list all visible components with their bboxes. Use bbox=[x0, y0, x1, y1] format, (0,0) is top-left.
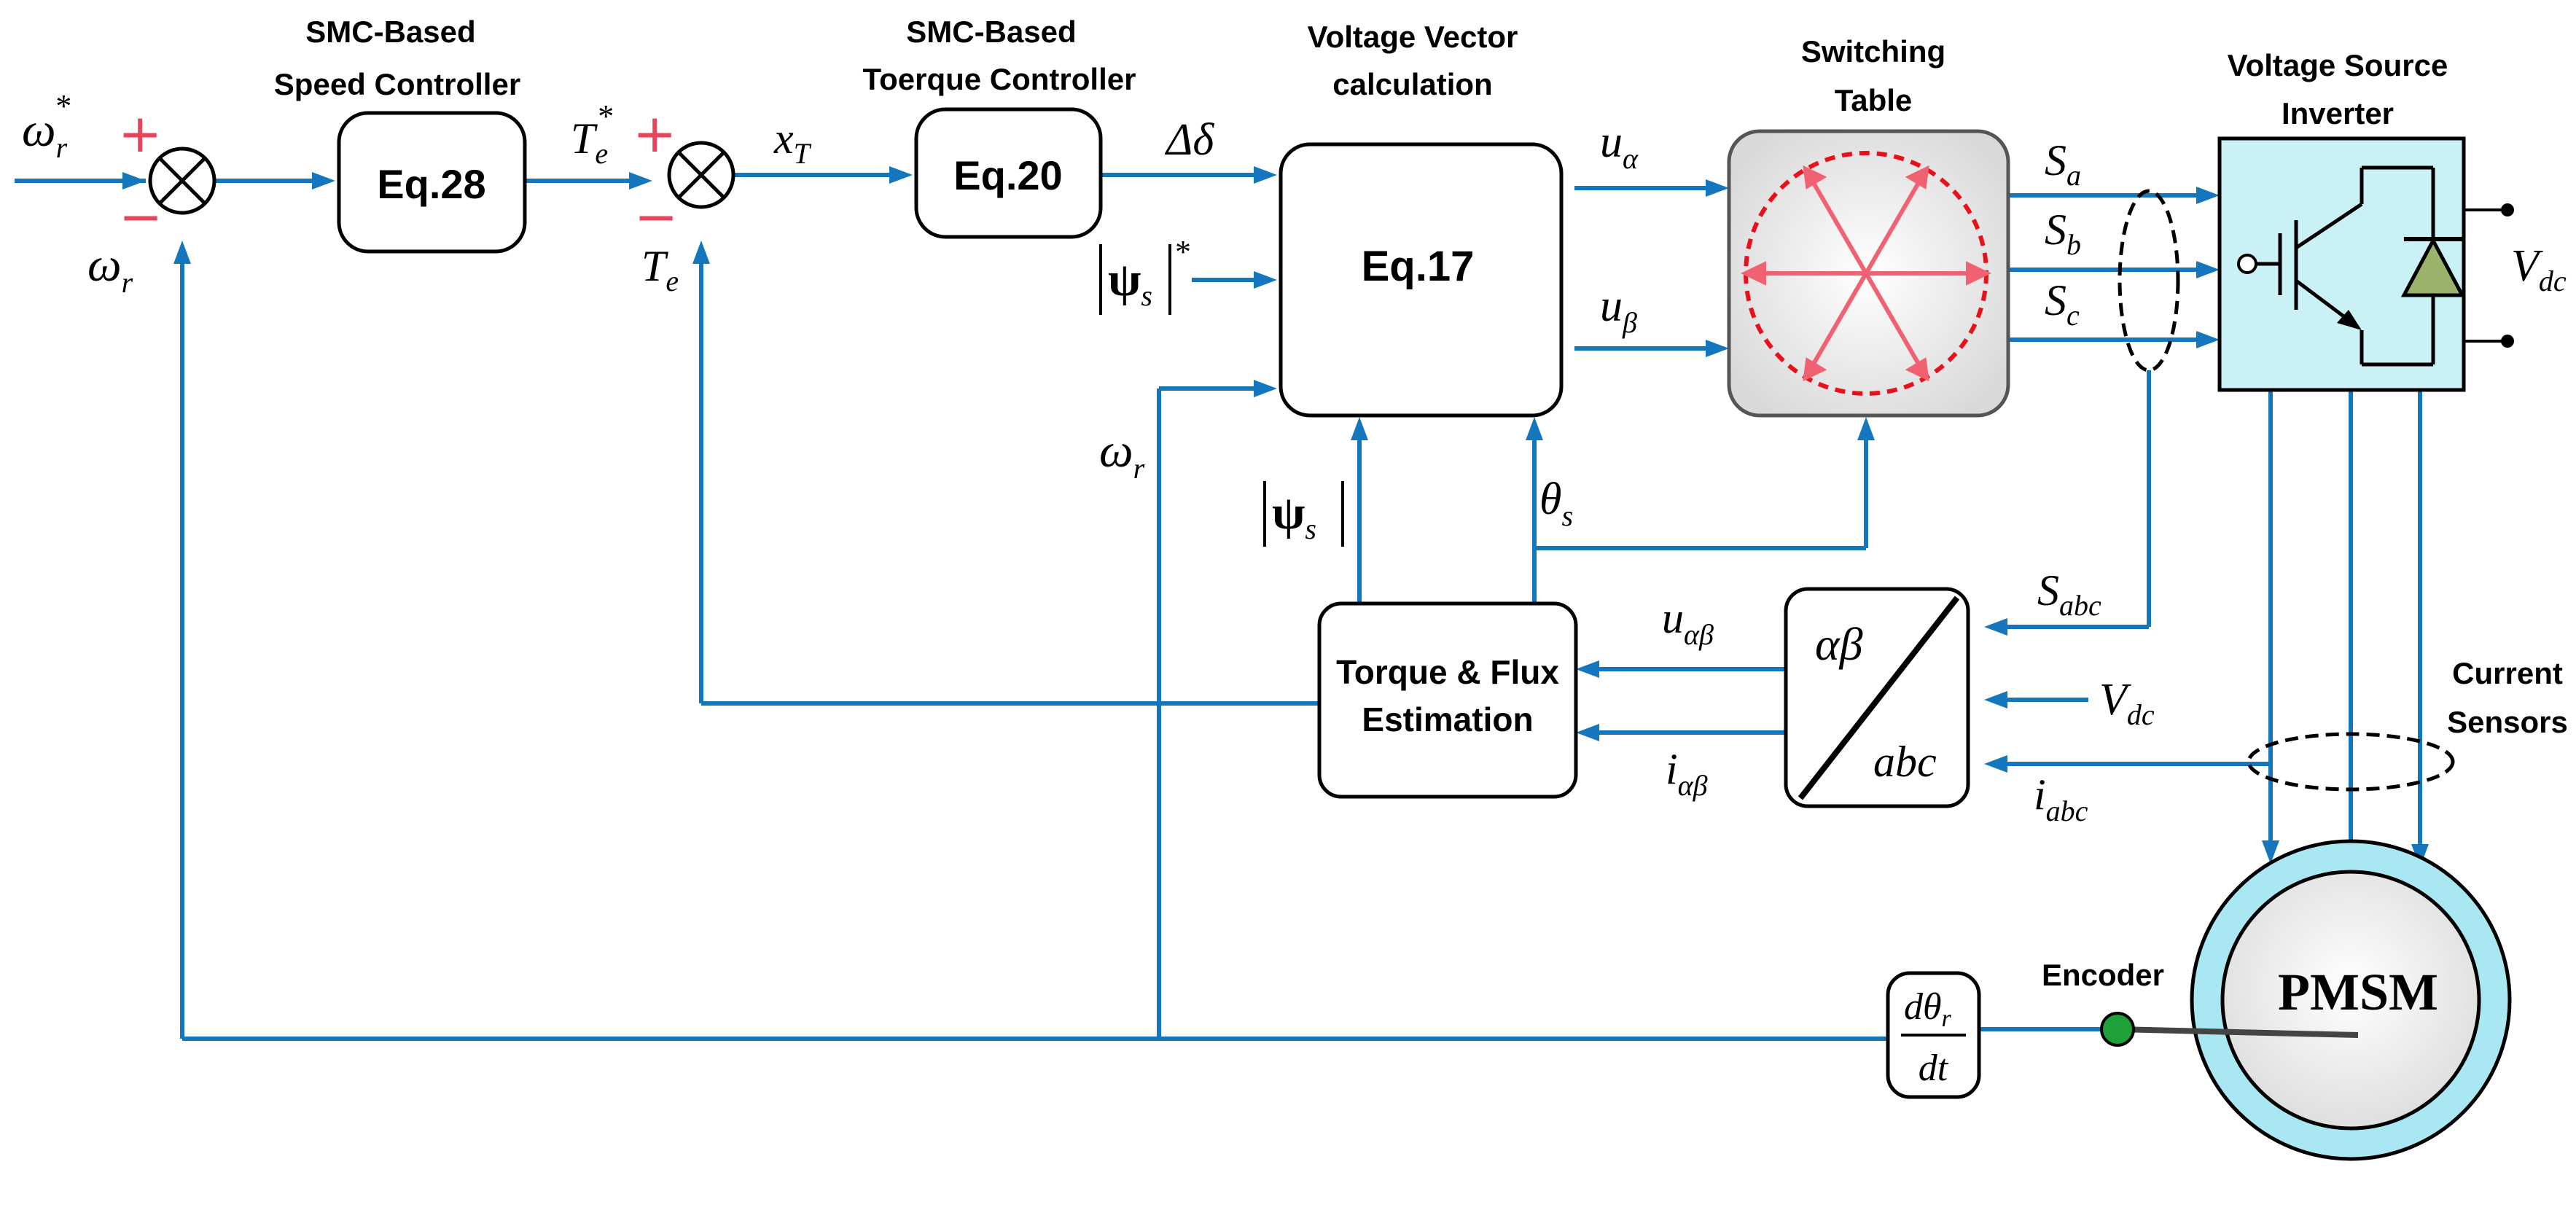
estimator-label-line1: Torque & Flux bbox=[1336, 653, 1559, 691]
derivative-theta: θ bbox=[1923, 986, 1942, 1028]
torque-feedback-label: Te bbox=[641, 242, 679, 297]
encoder-icon bbox=[2100, 1012, 2135, 1047]
voltage-vector-title-1: Voltage Vector bbox=[1308, 20, 1518, 54]
minus-sign: − bbox=[634, 186, 678, 247]
voltage-vector-equation: Eq.17 bbox=[1362, 243, 1475, 290]
current-sensors-title-1: Current bbox=[2452, 656, 2563, 690]
speed-reference-label: ωr* bbox=[22, 88, 70, 164]
switch-signal-c-label: Sc bbox=[2045, 276, 2080, 332]
switching-signals-bundle bbox=[2118, 189, 2180, 372]
svg-text:dθr: dθr bbox=[1904, 986, 1952, 1032]
load-angle-increment-label: Δδ bbox=[1164, 115, 1214, 165]
switching-table-title-1: Switching bbox=[1801, 34, 1945, 69]
svg-text:ψs: ψs bbox=[1108, 253, 1152, 312]
estimator-label-line2: Estimation bbox=[1362, 700, 1533, 738]
diode-icon bbox=[2400, 236, 2466, 297]
switch-signal-b-label: Sb bbox=[2045, 206, 2081, 261]
transform-abc-label: abc bbox=[1873, 738, 1937, 786]
dc-voltage-label: Vdc bbox=[2511, 241, 2567, 297]
pmsm-label: PMSM bbox=[2278, 963, 2438, 1021]
switching-table-block bbox=[1727, 129, 2010, 418]
torque-controller-title-2: Toerque Controller bbox=[863, 62, 1136, 96]
svg-text:*: * bbox=[1175, 234, 1191, 270]
speed-feedback-label: ωr bbox=[87, 238, 133, 299]
torque-error-label: xT bbox=[773, 114, 812, 170]
speed-to-vv-label: ωr bbox=[1099, 424, 1145, 485]
speed-controller-equation: Eq.28 bbox=[377, 161, 485, 207]
torque-error-summer bbox=[667, 141, 735, 209]
inverter-title-1: Voltage Source bbox=[2228, 48, 2448, 82]
encoder-label: Encoder bbox=[2042, 958, 2164, 992]
torque-flux-estimator-block: Torque & Flux Estimation bbox=[1317, 601, 1578, 799]
u-beta-label: uβ bbox=[1600, 281, 1637, 339]
derivative-theta-subscript: r bbox=[1942, 1005, 1952, 1032]
pmsm-motor: PMSM bbox=[2117, 839, 2512, 1161]
switch-signals-abc-label: Sabc bbox=[2037, 566, 2101, 622]
flux-magnitude-label: ψs bbox=[1263, 481, 1344, 547]
derivative-d: d bbox=[1904, 986, 1924, 1028]
voltage-source-inverter bbox=[2217, 136, 2514, 392]
abc-to-alphabeta-transform: αβ abc bbox=[1784, 587, 1970, 808]
minus-sign: − bbox=[119, 186, 163, 247]
torque-reference-label: Te* bbox=[571, 98, 612, 170]
speed-controller-title-1: SMC-Based bbox=[305, 15, 475, 49]
speed-controller-title-2: Speed Controller bbox=[274, 67, 520, 101]
torque-controller-title-1: SMC-Based bbox=[906, 15, 1076, 49]
voltage-vector-title-2: calculation bbox=[1332, 67, 1492, 101]
torque-controller-block: Eq.20 bbox=[914, 107, 1103, 239]
speed-controller-block: Eq.28 bbox=[337, 111, 527, 254]
svg-text:ψs: ψs bbox=[1272, 486, 1316, 545]
torque-controller-equation: Eq.20 bbox=[953, 152, 1062, 198]
voltage-vectors-icon bbox=[1741, 165, 1991, 382]
voltage-vector-block: Eq.17 bbox=[1279, 142, 1564, 418]
derivative-block: dθr dt bbox=[1886, 971, 1981, 1099]
phase-currents-label: iabc bbox=[2034, 770, 2088, 827]
switching-table-title-2: Table bbox=[1835, 83, 1913, 117]
plus-sign: + bbox=[118, 103, 162, 164]
dc-voltage-input-label: Vdc bbox=[2099, 675, 2155, 731]
i-alphabeta-label: iαβ bbox=[1666, 745, 1708, 802]
flux-reference-label: ψs * bbox=[1099, 234, 1191, 315]
current-sensors-ellipse bbox=[2247, 732, 2455, 792]
u-alpha-label: uα bbox=[1600, 117, 1639, 175]
current-sensors-title-2: Sensors bbox=[2447, 705, 2568, 739]
speed-error-summer bbox=[148, 147, 216, 215]
transform-alphabeta-label: αβ bbox=[1815, 618, 1863, 670]
switch-signal-a-label: Sa bbox=[2045, 136, 2081, 192]
inverter-title-2: Inverter bbox=[2282, 96, 2394, 130]
signal-wires bbox=[15, 166, 2429, 1041]
u-alphabeta-label: uαβ bbox=[1662, 594, 1714, 651]
plus-sign: + bbox=[633, 103, 676, 164]
flux-angle-label: θs bbox=[1539, 475, 1573, 532]
derivative-dt: dt bbox=[1919, 1047, 1949, 1089]
